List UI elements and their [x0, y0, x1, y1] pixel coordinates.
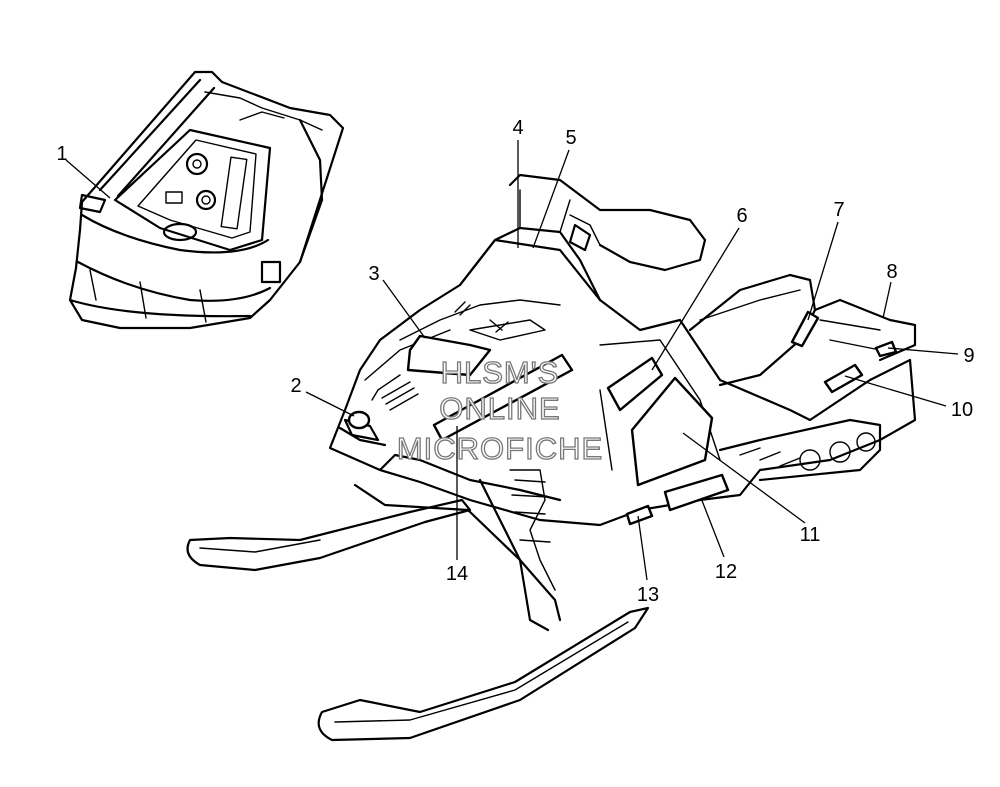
watermark-line-2: ONLINE — [439, 391, 560, 426]
watermark-line-1: HLSM'S — [441, 355, 560, 390]
callout-6: 6 — [736, 205, 747, 227]
decal-11 — [630, 376, 714, 487]
callout-leaders — [65, 140, 959, 581]
decal-shapes — [347, 301, 898, 526]
decal-3 — [406, 334, 492, 377]
callout-10: 10 — [951, 399, 973, 421]
decal-14 — [432, 353, 574, 442]
callout-8: 8 — [886, 261, 897, 283]
callout-2: 2 — [290, 375, 301, 397]
callout-4: 4 — [512, 117, 523, 139]
callout-12: 12 — [715, 561, 737, 583]
callout-labels: 1 2 3 4 5 6 7 8 9 10 11 12 13 14 — [56, 117, 974, 606]
callout-9: 9 — [963, 345, 974, 367]
decal-10 — [823, 363, 864, 394]
console-inset-illustration — [68, 70, 345, 330]
callout-14: 14 — [446, 563, 468, 585]
decal-6 — [606, 356, 664, 412]
callout-3: 3 — [368, 263, 379, 285]
watermark: HLSM'S ONLINE MICROFICHE — [396, 354, 603, 466]
callout-11: 11 — [800, 524, 821, 546]
callout-1: 1 — [56, 143, 67, 165]
decal-12 — [663, 473, 730, 512]
callout-13: 13 — [637, 584, 659, 606]
decal-7 — [790, 310, 820, 348]
decal-9 — [874, 340, 898, 358]
callout-5: 5 — [565, 127, 576, 149]
callout-7: 7 — [833, 199, 844, 221]
decal-13 — [625, 504, 654, 526]
decal-3-inner — [469, 319, 546, 341]
watermark-line-3: MICROFICHE — [397, 431, 603, 466]
